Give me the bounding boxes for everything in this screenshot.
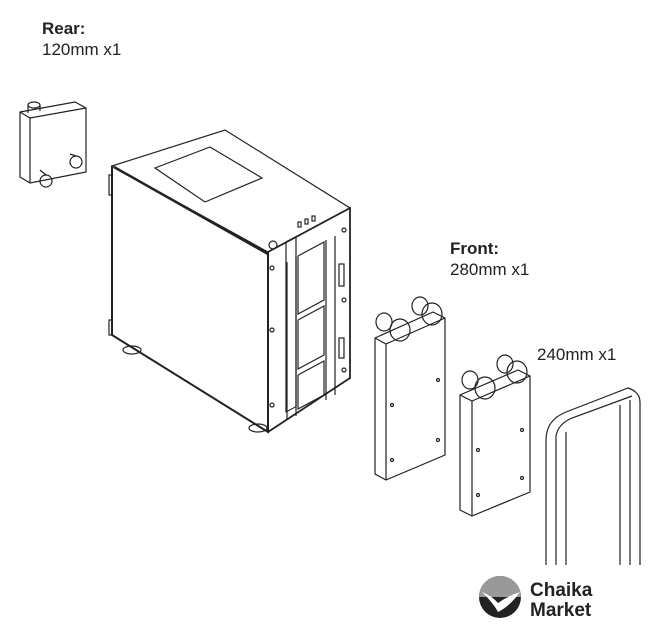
rear-title: Rear: [42,19,86,38]
alt-label: 240mm x1 [537,344,616,365]
front-label: Front: 280mm x1 [450,238,529,280]
front-radiator-280mm [374,296,446,481]
pc-case [108,129,352,434]
front-panel-frame [545,387,641,565]
rear-label: Rear: 120mm x1 [42,18,121,60]
logo-line1: Chaika [530,580,593,601]
front-title: Front: [450,239,500,258]
radiator-240mm [459,354,531,517]
front-size: 280mm x1 [450,260,530,279]
logo-line2: Market [530,600,592,621]
rear-radiator-120mm [19,101,87,188]
alt-size: 240mm x1 [537,345,617,364]
rear-size: 120mm x1 [42,40,122,59]
chaika-market-logo [479,576,521,618]
logo-text: Chaika Market [530,581,592,621]
